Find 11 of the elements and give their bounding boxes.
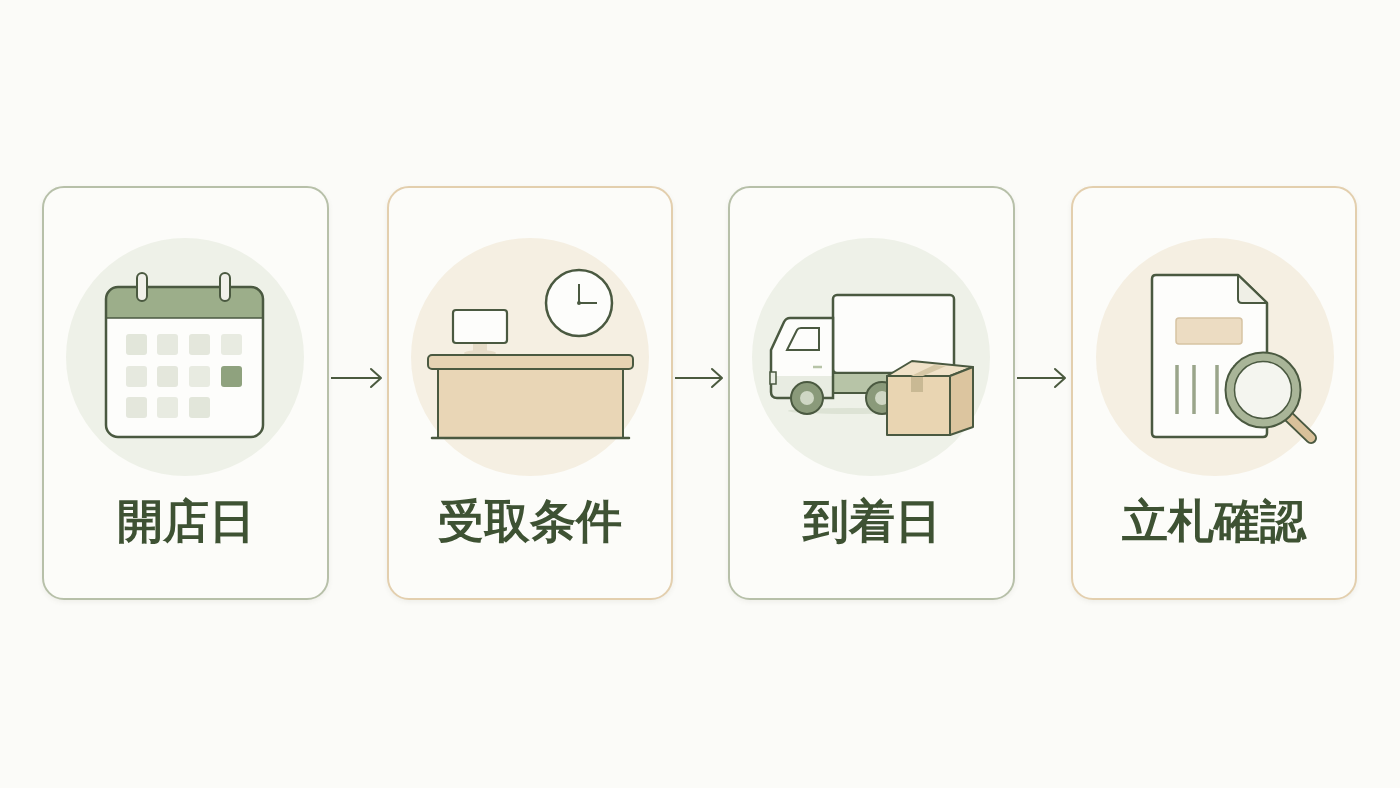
arrow (1016, 368, 1066, 388)
step-label: 受取条件 (438, 493, 622, 549)
step-label: 立札確認 (1122, 493, 1306, 549)
arrow (674, 368, 723, 388)
arrow (330, 368, 382, 388)
step-label: 到着日 (802, 493, 941, 549)
step-card (387, 186, 673, 600)
step-label: 開店日 (116, 493, 255, 549)
step-card (728, 186, 1015, 600)
step-card (42, 186, 329, 600)
step-card (1071, 186, 1357, 600)
